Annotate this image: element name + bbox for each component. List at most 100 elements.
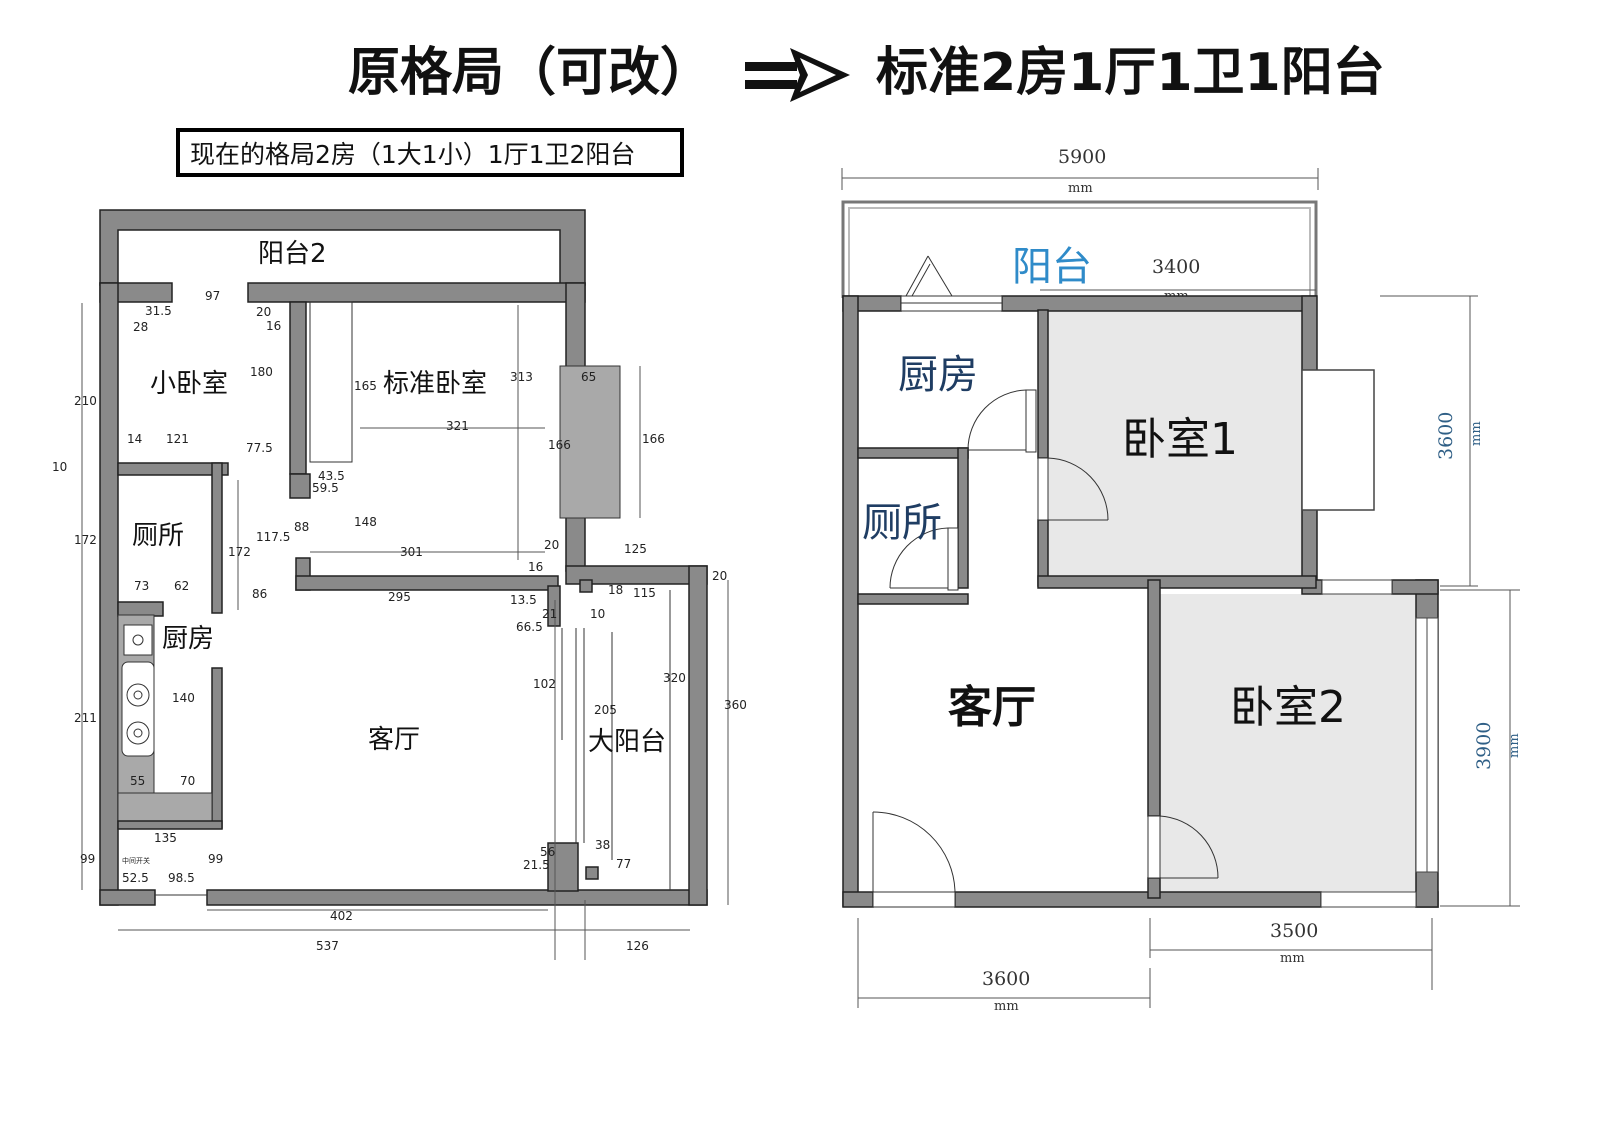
dim-right-lower: 3900	[1473, 722, 1495, 770]
dim-102: 102	[533, 677, 556, 691]
room-label-living-right: 客厅	[948, 682, 1036, 733]
post-b	[547, 842, 579, 892]
kitchen-counter-bottom	[117, 792, 213, 822]
wardrobe-outline	[309, 301, 353, 463]
dim-10: 10	[52, 460, 67, 474]
balcony-right-wall	[688, 565, 708, 906]
bay-window-right	[1301, 369, 1375, 511]
dim-121: 121	[166, 432, 189, 446]
dim-402: 402	[330, 909, 353, 923]
post-d	[585, 866, 599, 880]
dim-126: 126	[626, 939, 649, 953]
bedroom1-fill	[1046, 310, 1306, 585]
dim-86: 86	[252, 587, 267, 601]
sink-icon	[123, 624, 153, 656]
dim-205: 205	[594, 703, 617, 717]
dim-right-upper: 3600	[1435, 412, 1457, 460]
dim-balcony-width: 3400	[1152, 256, 1200, 278]
dim-77: 77	[616, 857, 631, 871]
kitchen-bedroom-wall	[1037, 309, 1049, 459]
room-label-balcony: 阳台	[1012, 244, 1092, 290]
dim-65: 65	[581, 370, 596, 384]
title-original-layout: 原格局（可改）	[348, 43, 712, 103]
room-label-kitchen-right: 厨房	[898, 352, 978, 398]
room-label-living: 客厅	[368, 725, 420, 755]
right-floor-plan: 5900 mm 阳台 3400 mm	[841, 146, 1522, 1014]
bedroom2-top-wall-b	[1391, 579, 1439, 595]
dim-38: 38	[595, 838, 610, 852]
dim-115: 115	[633, 586, 656, 600]
living-bedroom2-wall-b	[1147, 877, 1161, 899]
dim-117-5: 117.5	[256, 530, 290, 544]
dim-bottom-left: 3600	[982, 968, 1030, 990]
dim-166a: 166	[642, 432, 665, 446]
dim-99b: 99	[208, 852, 223, 866]
balcony-rail	[841, 200, 1318, 298]
room-label-big-balcony: 大阳台	[588, 727, 666, 757]
dim-16a: 16	[266, 319, 281, 333]
left-bottom-wall-b	[206, 889, 708, 906]
arrow-right-icon	[745, 48, 850, 102]
dim-bottom-left-unit: mm	[994, 999, 1019, 1014]
dim-210: 210	[74, 394, 97, 408]
dim-135: 135	[154, 831, 177, 845]
dim-180: 180	[250, 365, 273, 379]
dim-70: 70	[180, 774, 195, 788]
dim-88: 88	[294, 520, 309, 534]
bedroom1-bottom-wall	[1037, 575, 1317, 589]
partition-wall-a	[289, 301, 307, 475]
dim-59-5: 59.5	[312, 481, 339, 495]
dim-20c: 20	[712, 569, 727, 583]
door-swing-icon	[905, 255, 953, 297]
dim-165: 165	[354, 379, 377, 393]
dim-20b: 20	[544, 538, 559, 552]
title-standard-layout: 标准2房1厅1卫1阳台	[876, 43, 1385, 103]
partition-wall-b	[289, 473, 311, 499]
dim-10b: 10	[590, 607, 605, 621]
door-swing-icon	[1147, 815, 1219, 879]
dim-301: 301	[400, 545, 423, 559]
dim-172a: 172	[74, 533, 97, 547]
dim-66-5: 66.5	[516, 620, 543, 634]
balcony2-wall	[99, 209, 586, 286]
left-outer-wall	[99, 282, 119, 906]
living-bedroom2-wall	[1147, 579, 1161, 817]
dim-55: 55	[130, 774, 145, 788]
room-label-toilet: 厕所	[132, 521, 184, 551]
dim-125: 125	[624, 542, 647, 556]
switch-label: 中间开关	[122, 856, 150, 865]
kitchen-top-wall	[117, 601, 164, 617]
dim-99a: 99	[80, 852, 95, 866]
room-label-toilet-right: 厕所	[862, 500, 942, 546]
dim-28: 28	[133, 320, 148, 334]
dim-295: 295	[388, 590, 411, 604]
left-top-wall-b	[247, 282, 586, 303]
dim-360: 360	[724, 698, 747, 712]
dim-right-lower-unit: mm	[1507, 733, 1522, 758]
post-a	[547, 585, 561, 627]
door-swing-icon	[967, 389, 1037, 453]
dim-73: 73	[134, 579, 149, 593]
dim-20a: 20	[256, 305, 271, 319]
toilet-right-wall-right	[957, 447, 969, 589]
small-bedroom-bottom-wall	[117, 462, 229, 476]
dim-56: 56	[540, 845, 555, 859]
subtitle-current-layout: 现在的格局2房（1大1小）1厅1卫2阳台	[190, 140, 635, 169]
kitchen-bottom-wall	[117, 820, 223, 830]
dim-right-upper-unit: mm	[1469, 421, 1484, 446]
dim-bottom-right-unit: mm	[1280, 951, 1305, 966]
bedroom-bottom-wall-b	[295, 575, 559, 591]
door-swing-icon	[872, 811, 956, 908]
left-floor-plan: 阳台2 小卧室 标准卧室 厕所 厨房 客厅 大阳台 中间开关 97 31.5 2…	[52, 209, 747, 960]
dim-97: 97	[205, 289, 220, 303]
dim-bottom-right: 3500	[1270, 920, 1318, 942]
dim-140: 140	[172, 691, 195, 705]
toilet-right-wall	[211, 462, 223, 614]
bay-window	[559, 365, 621, 519]
dim-top-total: 5900	[1058, 146, 1106, 168]
dim-52-5: 52.5	[122, 871, 149, 885]
room-label-standard-bedroom: 标准卧室	[383, 369, 487, 399]
dim-21-5: 21.5	[523, 858, 550, 872]
